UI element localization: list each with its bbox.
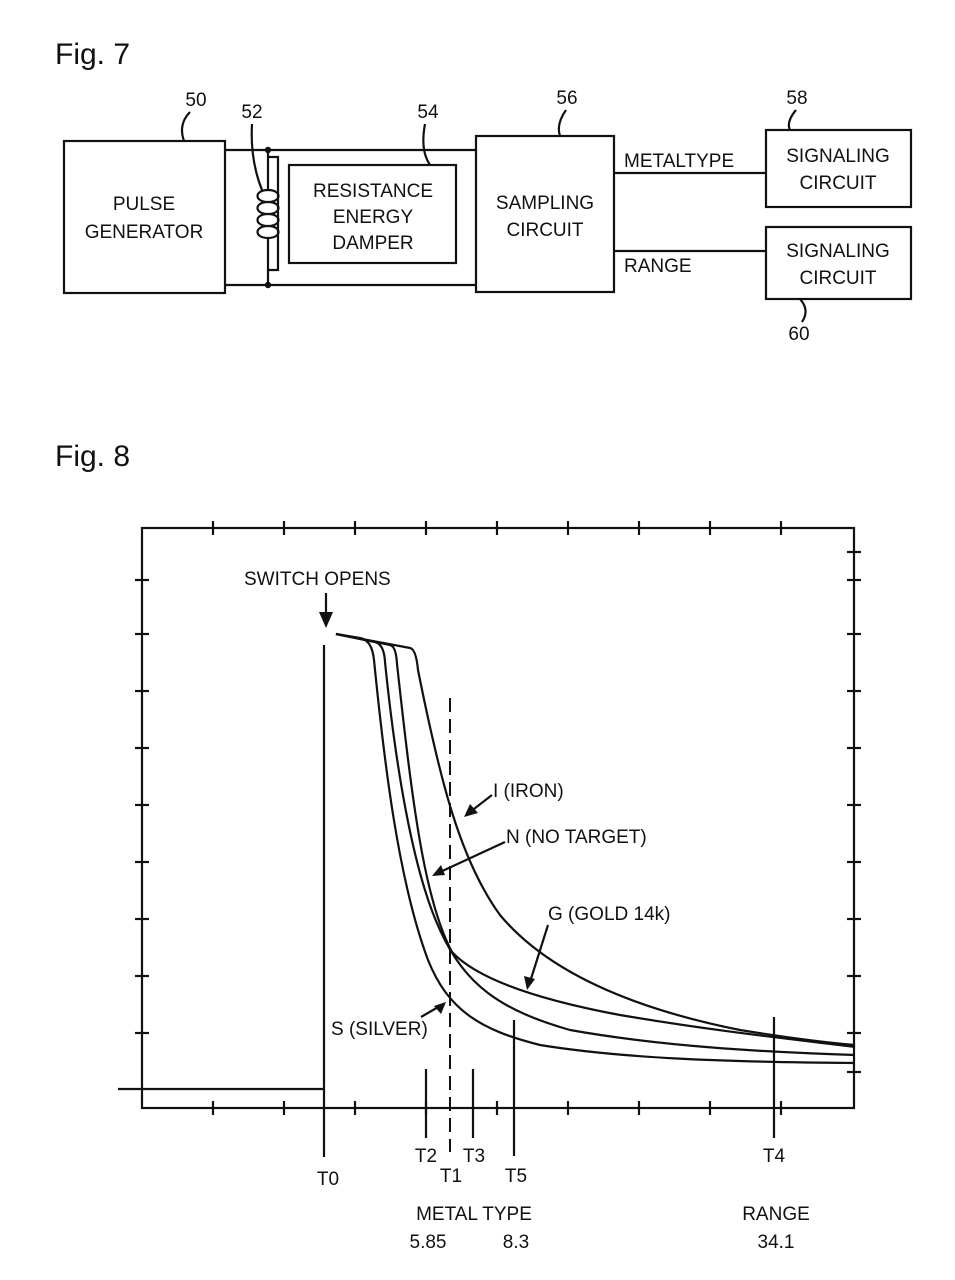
sampling-circuit-block: SAMPLING CIRCUIT 56 — [474, 88, 616, 294]
t2-label: T2 — [415, 1146, 437, 1167]
damper-ref: 54 — [417, 102, 439, 123]
pulse-generator-label-2: GENERATOR — [85, 222, 204, 243]
t0-label: T0 — [317, 1169, 339, 1190]
no-target-label: N (NO TARGET) — [506, 827, 647, 848]
signal-top-leader — [787, 109, 797, 131]
signal-top-label-2: CIRCUIT — [799, 173, 876, 194]
coil: 52 — [241, 102, 280, 289]
plot-frame — [140, 526, 856, 1110]
pulse-generator-block: PULSE GENERATOR 50 — [62, 90, 227, 295]
damper-label-2: ENERGY — [333, 207, 414, 228]
t1-label: T1 — [440, 1166, 462, 1187]
pulse-generator-leader — [180, 111, 191, 142]
range-value: 34.1 — [758, 1232, 795, 1253]
signal-top-ref: 58 — [786, 88, 807, 109]
signaling-circuit-bottom: SIGNALING CIRCUIT 60 — [764, 225, 913, 345]
fig7-title: Fig. 7 — [55, 38, 130, 71]
coil-ref: 52 — [241, 102, 262, 123]
iron-label: I (IRON) — [493, 781, 564, 802]
metal-type-value-1: 5.85 — [410, 1232, 447, 1253]
damper-leader — [422, 123, 431, 166]
metal-type-label: METAL TYPE — [416, 1204, 532, 1225]
switch-opens-arrow-icon — [319, 593, 333, 628]
signaling-circuit-top: SIGNALING CIRCUIT 58 — [764, 88, 913, 209]
damper-label-1: RESISTANCE — [313, 181, 433, 202]
metaltype-wire-label: METALTYPE — [624, 151, 734, 172]
signal-bottom-label-2: CIRCUIT — [799, 268, 876, 289]
curve-silver — [335, 632, 856, 1065]
t3-label: T3 — [463, 1146, 485, 1167]
coil-leader — [250, 123, 264, 191]
t4-label: T4 — [763, 1146, 786, 1167]
damper-label-3: DAMPER — [332, 233, 413, 254]
pulse-generator-ref: 50 — [185, 90, 206, 111]
pulse-generator-label-1: PULSE — [113, 194, 175, 215]
frame-ticks — [135, 521, 861, 1115]
metal-type-value-2: 8.3 — [503, 1232, 529, 1253]
range-wire-label: RANGE — [624, 256, 692, 277]
signal-bottom-leader — [799, 298, 807, 323]
signal-bottom-label-1: SIGNALING — [786, 241, 889, 262]
coil-winding-icon — [256, 188, 280, 240]
silver-arrow-icon — [420, 1002, 446, 1018]
sampling-label-1: SAMPLING — [496, 193, 594, 214]
signal-top-label-1: SIGNALING — [786, 146, 889, 167]
fig8-title: Fig. 8 — [55, 440, 130, 473]
curve-gold — [335, 632, 856, 1049]
damper-block: RESISTANCE ENERGY DAMPER 54 — [268, 102, 458, 272]
sampling-ref: 56 — [556, 88, 577, 109]
signal-bottom-ref: 60 — [788, 324, 809, 345]
curve-iron — [335, 632, 856, 1047]
sampling-label-2: CIRCUIT — [506, 220, 583, 241]
gold-label: G (GOLD 14k) — [548, 904, 670, 925]
baseline-pulse — [118, 645, 326, 1091]
gold-arrow-icon — [524, 924, 550, 990]
silver-label: S (SILVER) — [331, 1019, 428, 1040]
iron-arrow-icon — [464, 794, 493, 817]
switch-opens-label: SWITCH OPENS — [244, 569, 391, 590]
no-target-arrow-icon — [432, 841, 506, 876]
t5-label: T5 — [505, 1166, 527, 1187]
range-label: RANGE — [742, 1204, 810, 1225]
sampling-leader — [557, 109, 567, 137]
